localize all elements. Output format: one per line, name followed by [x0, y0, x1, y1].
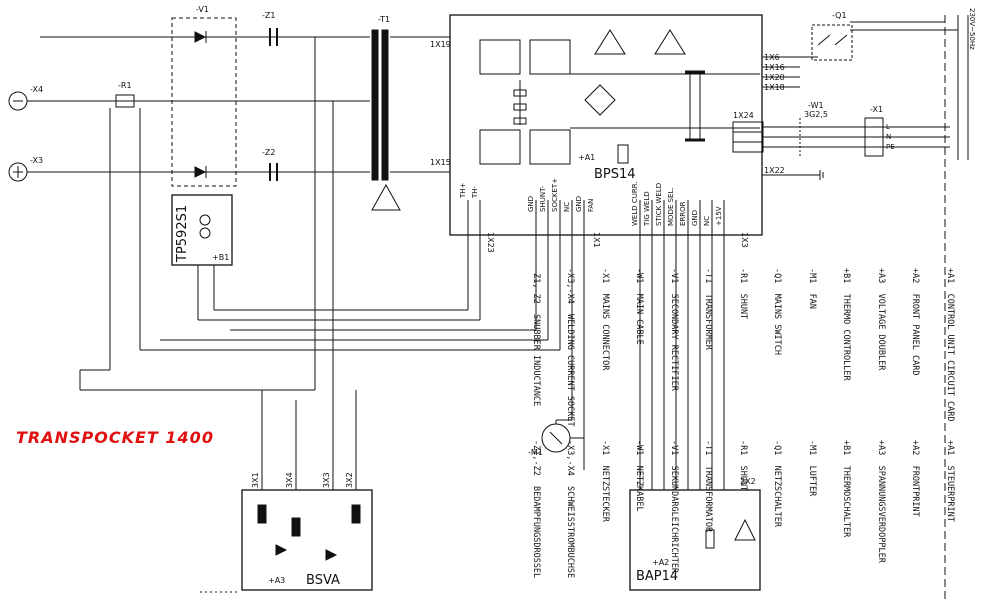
label-r1: -R1 — [118, 81, 132, 90]
label-1x3: 1X3 — [740, 232, 749, 248]
label-1x18: 1X18 — [764, 83, 785, 92]
sig-x1-3: NC — [563, 202, 571, 212]
legend-en-row: +A3 VOLTAGE DOUBLER — [876, 268, 886, 371]
legend-de-row: -Z1,-Z2 BEDAMPFUNGSDROSSEL — [531, 440, 541, 579]
legend-en-row: -X3,-X4 WELDING CURRENT SOCKET — [565, 268, 576, 427]
legend-en-row: +A1 CONTROL UNIT CIRCUIT CARD — [945, 268, 955, 422]
mains-l: L — [886, 123, 890, 131]
label-3x4: 3X4 — [285, 472, 294, 488]
label-v1: -V1 — [196, 5, 209, 14]
legend-de-row: -Q1 NETZSCHALTER — [772, 440, 783, 527]
legend-en-row: -Z1,-Z2 SNUBBER INDUCTANCE — [531, 268, 541, 407]
legend-en-row: -X1 MAINS CONNECTOR — [600, 268, 610, 371]
sig-x23-1: TH- — [471, 185, 479, 199]
label-1x23: 1X23 — [486, 232, 495, 253]
legend-de-row: -T1 TRANSFORMATOR — [703, 440, 714, 533]
legend-de-row: +A2 FRONTPRINT — [910, 440, 921, 517]
label-a3: +A3 — [268, 576, 285, 585]
sig-x3-1: TIG WELD — [643, 191, 651, 227]
sig-x3-3: MODE SEL. — [667, 187, 675, 226]
label-bps14: BPS14 — [594, 167, 636, 182]
legend-en-row: -Q1 MAINS SWITCH — [772, 268, 783, 355]
diagram-title: TRANSPOCKET 1400 — [16, 428, 214, 447]
label-t1: -T1 — [378, 15, 390, 24]
legend-de-row: -R1 SHUNT — [738, 440, 748, 492]
label-1x16: 1X16 — [764, 63, 785, 72]
label-2x2: 2X2 — [740, 477, 756, 486]
sig-x3-5: GND — [691, 210, 699, 226]
label-b1: +B1 — [212, 253, 229, 262]
label-q1: -Q1 — [832, 11, 847, 20]
sig-x3-6: NC — [703, 216, 711, 226]
legend-de-row: -V1 SEKUNDARGLEICHRICHTER — [669, 440, 679, 574]
label-mains: 230V~50Hz — [968, 8, 976, 50]
sig-x1-1: SHUNT- — [539, 185, 547, 212]
sig-x3-4: ERROR — [679, 201, 687, 226]
label-1x20: 1X20 — [764, 73, 785, 82]
sig-x3-2: STICK WELD — [655, 183, 663, 226]
label-bap14: BAP14 — [636, 569, 678, 584]
sig-x1-0: GND — [527, 196, 535, 212]
legend-de-row: -M1 LUFTER — [807, 440, 817, 497]
label-1x15: 1X15 — [430, 158, 451, 167]
legend-en-row: -W1 MAIN CABLE — [634, 268, 645, 345]
label-a1: +A1 — [578, 153, 595, 162]
label-w1: -W1 — [808, 101, 824, 110]
legend-en-row: +A2 FRONT PANEL CARD — [910, 268, 921, 376]
label-x1: -X1 — [870, 105, 883, 114]
label-a2: +A2 — [652, 558, 669, 567]
legend-de-row: +A3 SPANNUNGSVERDOPPLER — [876, 440, 886, 563]
mains-pe: PE — [886, 143, 895, 151]
sig-x3-0: WELD CURR. — [631, 181, 639, 226]
mains-n: N — [886, 133, 891, 141]
label-3x1: 3X1 — [251, 472, 260, 488]
label-tp592s1: TP592S1 — [175, 205, 190, 263]
sig-x1-5: FAN — [587, 199, 595, 212]
label-3x3: 3X3 — [322, 472, 331, 488]
sig-x1-2: SOCKET+ — [551, 178, 559, 212]
label-1x1: 1X1 — [592, 232, 601, 248]
label-3x2: 3X2 — [345, 472, 354, 488]
label-w1-spec: 3G2,5 — [804, 110, 828, 119]
label-x3: -X3 — [30, 156, 43, 165]
legend-en-row: +B1 THERMO CONTROLLER — [841, 268, 852, 381]
label-1x6: 1X6 — [764, 53, 780, 62]
label-x4: -X4 — [30, 85, 43, 94]
legend-en-row: -M1 FAN — [807, 268, 817, 309]
legend-de-row: -X1 NETZSTECKER — [600, 440, 610, 522]
sig-x3-7: +15V — [715, 206, 723, 226]
legend-de-row: +A1 STEUERPRINT — [945, 440, 955, 522]
legend-de-row: -X3,-X4 SCHWEISSTROMBUCHSE — [565, 440, 576, 579]
label-z2: -Z2 — [262, 148, 275, 157]
legend-en-row: -V1 SECONDARY RECTIFIER — [669, 268, 679, 391]
label-1x24: 1X24 — [733, 111, 754, 120]
legend-en-row: -T1 TRANSFORMER — [703, 268, 714, 350]
sig-x23-0: TH+ — [459, 182, 467, 199]
label-z1: -Z1 — [262, 11, 275, 20]
legend-de-row: +B1 THERMOSCHALTER — [841, 440, 852, 538]
label-1x19: 1X19 — [430, 40, 451, 49]
legend-german: +A1 STEUERPRINT +A2 FRONTPRINT +A3 SPANN… — [518, 440, 978, 578]
legend-english: +A1 CONTROL UNIT CIRCUIT CARD +A2 FRONT … — [518, 268, 978, 427]
label-1x22: 1X22 — [764, 166, 785, 175]
legend-de-row: -W1 NETZKABEL — [634, 440, 645, 512]
label-m1: -M1 — [528, 448, 543, 457]
legend-en-row: -R1 SHUNT — [738, 268, 748, 320]
sig-x1-4: GND — [575, 196, 583, 212]
label-bsva: BSVA — [306, 573, 340, 588]
